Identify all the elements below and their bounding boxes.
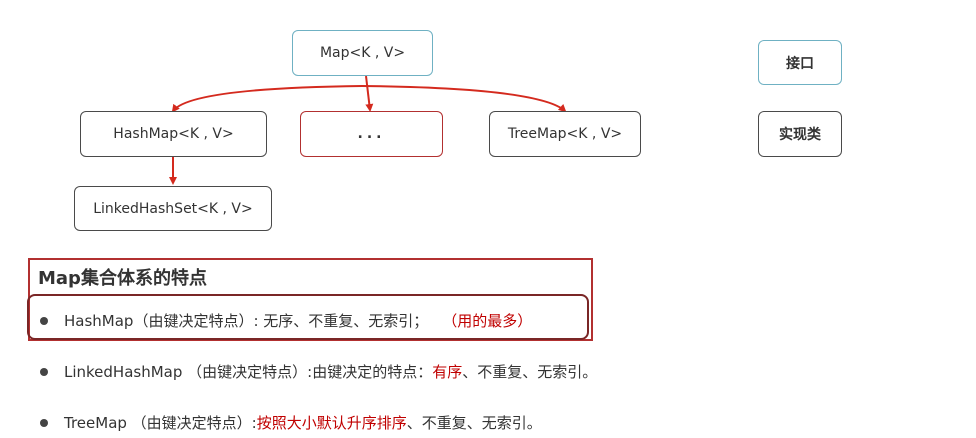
legend-interface-label: 接口	[786, 55, 814, 72]
ellipsis-node-label: ...	[357, 126, 386, 142]
bullet-treemap-tail: 、不重复、无索引。	[406, 414, 542, 432]
map-interface-node: Map<K , V>	[292, 30, 433, 76]
bullet-treemap-highlight: 按照大小默认升序排序	[256, 414, 407, 432]
arrow-map-to-ellipsis	[365, 75, 374, 112]
treemap-node-label: TreeMap<K , V>	[507, 126, 623, 142]
treemap-node: TreeMap<K , V>	[489, 111, 641, 157]
legend-interface: 接口	[758, 40, 842, 85]
bullet-linkedhashmap-text: LinkedHashMap （由键决定特点）:由键决定的特点：	[64, 363, 433, 381]
hashmap-node-label: HashMap<K , V>	[113, 126, 234, 142]
ellipsis-node: ...	[300, 111, 443, 157]
bullet-treemap: TreeMap （由键决定特点）: 按照大小默认升序排序 、不重复、无索引。	[40, 412, 542, 433]
linkedhashset-node: LinkedHashSet<K , V>	[74, 186, 272, 231]
legend-impl-label: 实现类	[779, 127, 821, 143]
arrow-map-to-hashmap	[171, 85, 363, 113]
bullet-hashmap-highlight: （用的最多）	[442, 312, 533, 330]
hashmap-bullet-highlight	[27, 294, 589, 340]
bullet-dot	[40, 316, 48, 325]
bullet-linkedhashmap: LinkedHashMap （由键决定特点）:由键决定的特点： 有序 、不重复、…	[40, 361, 597, 382]
linkedhashset-node-label: LinkedHashSet<K , V>	[93, 200, 253, 217]
bullet-linkedhashmap-tail: 、不重复、无索引。	[462, 363, 598, 381]
bullet-treemap-text: TreeMap （由键决定特点）:	[64, 414, 257, 432]
hashmap-node: HashMap<K , V>	[80, 111, 267, 157]
bullet-hashmap: HashMap（由键决定特点）: 无序、不重复、无索引； （用的最多）	[40, 310, 532, 331]
bullet-hashmap-text: HashMap（由键决定特点）: 无序、不重复、无索引；	[64, 312, 429, 330]
section-title: Map集合体系的特点	[38, 268, 207, 289]
bullet-dot	[40, 418, 48, 427]
legend-implementation: 实现类	[758, 111, 842, 157]
bullet-linkedhashmap-highlight: 有序	[432, 363, 463, 381]
arrow-map-to-treemap	[361, 85, 567, 113]
map-node-label: Map<K , V>	[319, 45, 406, 61]
bullet-dot	[40, 367, 48, 376]
